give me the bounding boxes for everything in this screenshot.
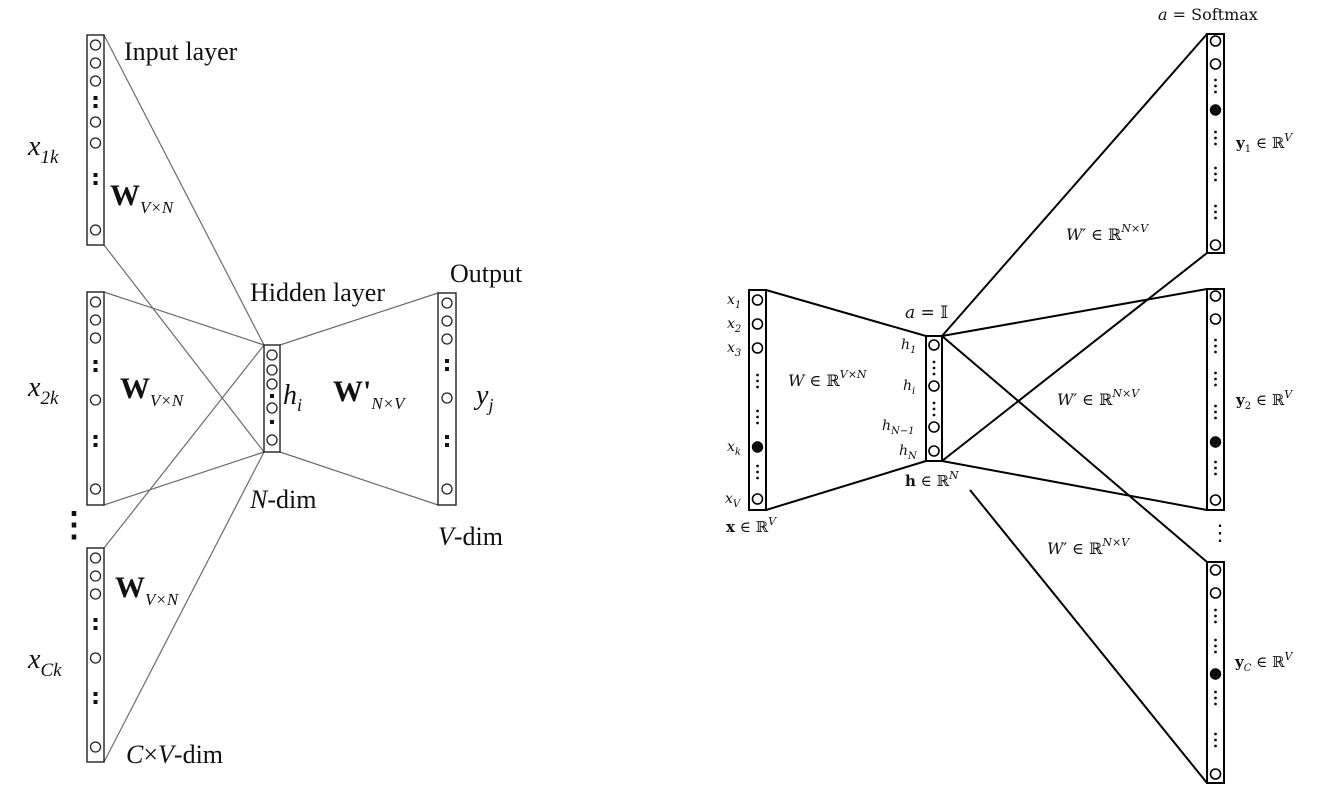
input-node [89, 552, 102, 564]
output-layer-column [437, 292, 457, 506]
input-label-xk: xk [727, 439, 741, 458]
input-node [89, 224, 102, 236]
w-matrix-label-3: WV×N [115, 571, 180, 609]
left-cbow-diagram: Input layer Hidden layer Output x1k x2k … [27, 34, 523, 769]
w-prime-label: W'N×V [333, 375, 407, 413]
hidden-node [928, 339, 940, 351]
active-output-node [1209, 104, 1222, 116]
input-node [89, 394, 102, 406]
input-node [751, 318, 764, 330]
right-connection-lines [765, 33, 1208, 784]
right-output-column-1 [1206, 33, 1225, 254]
x1k-label: x1k [27, 131, 59, 168]
hidden-layer-column [263, 344, 281, 453]
w-prime-label-1: W′ ∈ ℝN×V [1066, 222, 1149, 244]
input-label-x3: x3 [727, 340, 741, 359]
output-node [1209, 35, 1222, 47]
w-prime-label-2: W′ ∈ ℝN×V [1057, 387, 1140, 409]
input-node [751, 294, 764, 306]
input-node [89, 332, 102, 344]
input-layer-column-1 [86, 34, 105, 246]
right-input-column [748, 289, 767, 511]
output-layer-title: Output [450, 259, 523, 288]
hidden-node [928, 380, 940, 392]
input-node [89, 57, 102, 69]
input-node [89, 137, 102, 149]
output-node [1209, 564, 1222, 576]
identity-label: a = 𝕀 [905, 303, 948, 323]
h-vector-label: h ∈ ℝN [905, 469, 959, 490]
output-node [441, 483, 453, 495]
right-word2vec-diagram: ⋮ a = Softmax a = 𝕀 x1 x2 x3 xk xV h1 hi… [725, 5, 1293, 784]
hidden-label-h1: h1 [901, 337, 916, 356]
output-node [441, 315, 453, 327]
w-matrix-label: W ∈ ℝV×N [788, 368, 867, 390]
w-prime-label-3: W′ ∈ ℝN×V [1047, 536, 1130, 558]
output-node [1209, 58, 1222, 70]
input-node [89, 652, 102, 664]
v-dim-label: V-dim [438, 522, 503, 551]
right-hidden-column [925, 335, 943, 462]
x-vector-label: x ∈ ℝV [726, 515, 777, 536]
cv-dim-label: C×V-dim [126, 740, 223, 769]
output-node [1209, 768, 1222, 780]
input-layer-title: Input layer [124, 37, 238, 66]
hidden-node [928, 445, 940, 457]
input-node [89, 314, 102, 326]
output-node [1209, 494, 1222, 506]
active-output-node [1209, 436, 1222, 448]
input-layer-column-c [86, 547, 105, 763]
output-node [1209, 313, 1222, 325]
n-dim-label: N-dim [249, 485, 316, 514]
y2-vector-label: y2 ∈ ℝV [1235, 388, 1293, 412]
hidden-node [266, 364, 278, 376]
input-label-x1: x1 [727, 292, 741, 311]
hidden-node [266, 349, 278, 361]
input-layer-column-2 [86, 291, 105, 506]
hidden-label-hn: hN [899, 443, 918, 462]
input-node [89, 296, 102, 308]
input-node [89, 75, 102, 87]
input-node [89, 570, 102, 582]
yc-vector-label: yC ∈ ℝV [1234, 650, 1293, 674]
output-node [1209, 587, 1222, 599]
softmax-label: a = Softmax [1158, 5, 1258, 24]
input-node [89, 39, 102, 51]
input-node [89, 483, 102, 495]
xck-label: xCk [27, 644, 62, 681]
input-node [89, 588, 102, 600]
x2k-label: x2k [27, 372, 59, 409]
input-node [89, 116, 102, 128]
output-node [1209, 239, 1222, 251]
input-node [751, 342, 764, 354]
right-output-column-c [1206, 561, 1225, 784]
hidden-label-hi: hi [903, 378, 915, 397]
output-node [441, 392, 453, 404]
input-node [751, 493, 764, 505]
hidden-node [928, 421, 940, 433]
hidden-node-label: hi [283, 380, 302, 415]
y1-vector-label: y1 ∈ ℝV [1235, 131, 1293, 155]
input-node [89, 741, 102, 753]
input-columns-ellipsis: ⋮ [57, 507, 91, 544]
hidden-node [266, 402, 278, 414]
active-output-node [1209, 668, 1222, 680]
input-label-x2: x2 [727, 316, 741, 335]
hidden-node [266, 434, 278, 446]
hidden-layer-title: Hidden layer [250, 278, 385, 307]
output-node [441, 333, 453, 345]
right-output-column-2 [1206, 288, 1225, 511]
hidden-node [266, 378, 278, 390]
output-node [441, 297, 453, 309]
output-columns-ellipsis: ⋮ [1209, 521, 1231, 546]
output-node [1209, 290, 1222, 302]
input-label-xv: xV [725, 491, 742, 510]
left-connection-lines [103, 34, 439, 763]
hidden-label-hn-1: hN−1 [882, 418, 915, 437]
w-matrix-label-1: WV×N [110, 179, 175, 217]
active-input-node [751, 441, 764, 453]
w-matrix-label-2: WV×N [120, 372, 185, 410]
output-node-label: yj [473, 380, 493, 415]
